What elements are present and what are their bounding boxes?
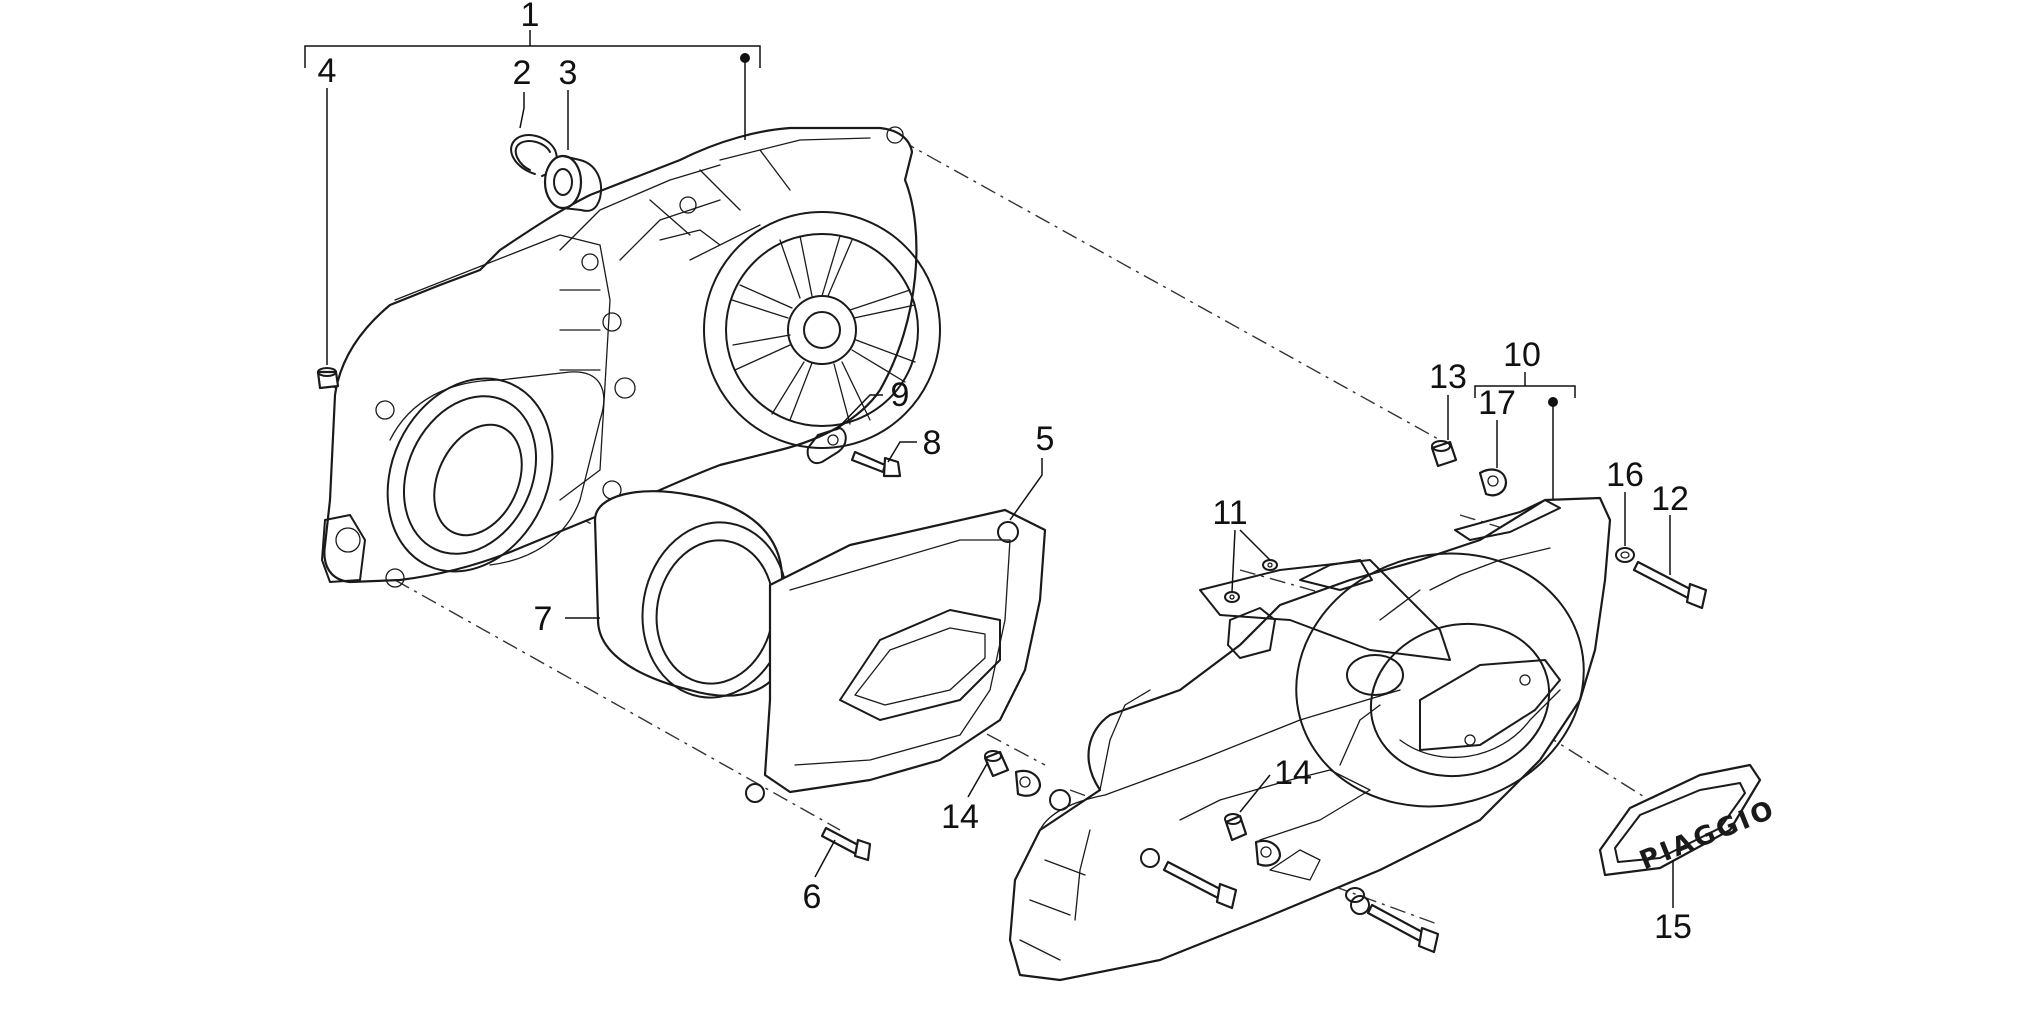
badge-15: PIAGGIO <box>1598 763 1781 876</box>
callout-7: 7 <box>534 600 553 638</box>
callout-3: 3 <box>559 54 578 92</box>
leader-lines <box>304 30 1674 908</box>
washer-lower <box>1345 887 1365 903</box>
callout-8: 8 <box>923 424 942 462</box>
callout-10: 10 <box>1503 336 1541 374</box>
callout-9: 9 <box>891 376 910 414</box>
callout-14-right: 14 <box>1274 754 1312 792</box>
bolt-6 <box>820 826 872 862</box>
clip-9 <box>806 427 847 464</box>
callout-13: 13 <box>1429 358 1467 396</box>
callout-12: 12 <box>1651 480 1689 518</box>
bolt-lower-2 <box>1366 903 1440 954</box>
spacer-pair-14-left <box>983 750 1042 797</box>
callout-16: 16 <box>1606 456 1644 494</box>
callout-4: 4 <box>318 52 337 90</box>
callout-6: 6 <box>803 878 822 916</box>
callout-14-left: 14 <box>941 798 979 836</box>
outer-transmission-cover <box>1008 496 1612 982</box>
bearing-3 <box>543 154 602 212</box>
filter-cover-5 <box>745 508 1047 803</box>
callout-1: 1 <box>521 0 540 34</box>
callout-labels: 1 4 2 3 9 8 5 7 6 14 14 11 10 13 17 16 1… <box>318 0 1692 946</box>
bolt-lower-1 <box>1162 860 1238 910</box>
callout-11: 11 <box>1212 494 1247 532</box>
dowel-13 <box>1430 440 1458 468</box>
spacer-pair-14-right <box>1224 813 1282 867</box>
callout-5: 5 <box>1036 420 1055 458</box>
fan-spokes <box>731 235 916 425</box>
dowel-pin-4 <box>316 367 340 390</box>
callout-17: 17 <box>1478 384 1516 422</box>
bolt-8 <box>850 450 902 478</box>
callout-2: 2 <box>513 54 532 92</box>
callout-15: 15 <box>1654 908 1692 946</box>
bolt-12 <box>1632 560 1708 610</box>
washer-16 <box>1615 547 1635 563</box>
inner-transmission-cover <box>321 126 941 588</box>
bush-17 <box>1478 468 1508 497</box>
